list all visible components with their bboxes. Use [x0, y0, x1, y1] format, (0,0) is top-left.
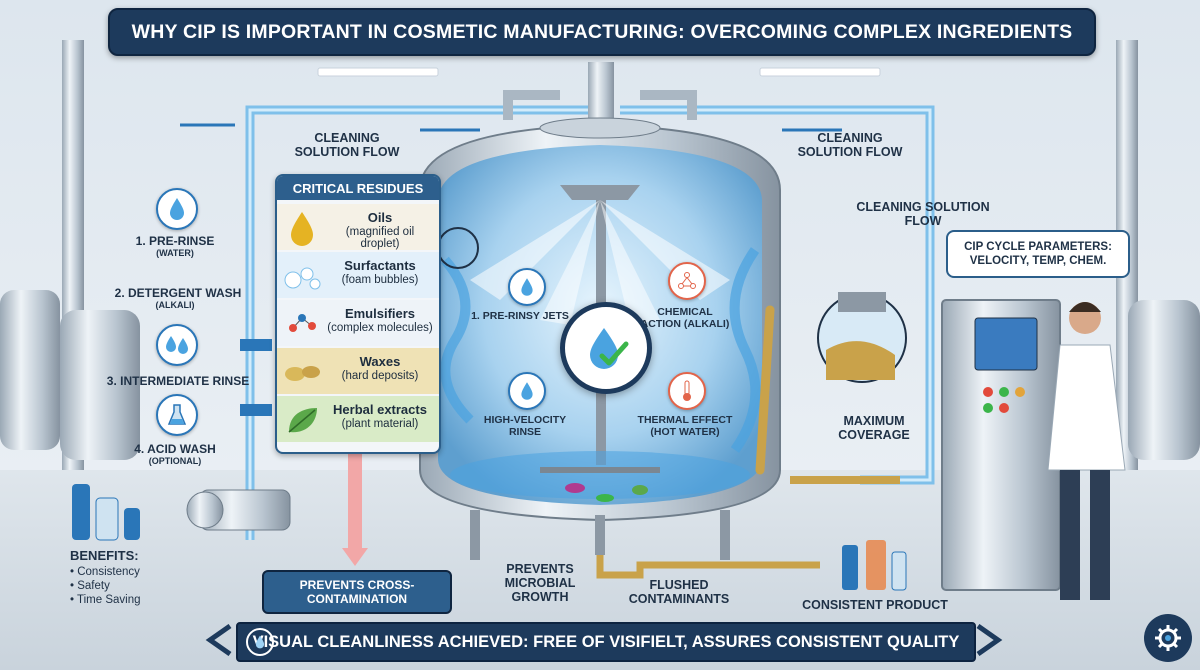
- wax-deposit-icon: [285, 366, 320, 381]
- residue-desc: (complex molecules): [327, 322, 433, 334]
- critical-residues-panel: CRITICAL RESIDUES Oils (magnified oil dr…: [275, 174, 441, 454]
- residue-desc: (plant material): [341, 418, 419, 430]
- consistent-product-label: CONSISTENT PRODUCT: [802, 598, 948, 612]
- step-1-sub: (WATER): [156, 248, 194, 258]
- gear-icon: [1144, 614, 1192, 662]
- cross-contamination-box: PREVENTS CROSS-CONTAMINATION: [262, 570, 452, 614]
- parameters-box: CIP CYCLE PARAMETERS: VELOCITY, TEMP, CH…: [946, 230, 1130, 278]
- step-2-label: 2. DETERGENT WASH: [114, 286, 242, 300]
- bottom-banner: VISUAL CLEANLINESS ACHIEVED: FREE OF VIS…: [236, 622, 976, 662]
- thermal-effect-icon: [668, 372, 706, 410]
- residue-oils: Oils (magnified oil droplet): [277, 204, 439, 250]
- residue-waxes: Waxes (hard deposits): [277, 348, 439, 394]
- intermediate-rinse-icon: [156, 324, 198, 366]
- high-velocity-label: HIGH-VELOCITY RINSE: [483, 414, 567, 438]
- cross-contamination-label: PREVENTS CROSS-CONTAMINATION: [299, 578, 415, 606]
- residue-desc: (foam bubbles): [341, 274, 419, 286]
- residues-heading: CRITICAL RESIDUES: [277, 176, 439, 200]
- chemical-action-icon: [668, 262, 706, 300]
- molecule-icon: [289, 314, 316, 332]
- residue-name: Herbal extracts: [333, 402, 427, 417]
- microbial-label: PREVENTS MICROBIAL GROWTH: [504, 562, 576, 604]
- flow-label-left: CLEANING SOLUTION FLOW: [294, 131, 400, 159]
- clean-check-icon: [560, 302, 652, 394]
- page-title: WHY CIP IS IMPORTANT IN COSMETIC MANUFAC…: [131, 20, 1073, 43]
- residue-herbal-extracts: Herbal extracts (plant material): [277, 396, 439, 442]
- residue-name: Waxes: [359, 354, 401, 369]
- chemical-action-label: CHEMICAL ACTION (ALKALI): [640, 306, 730, 330]
- title-bar: WHY CIP IS IMPORTANT IN COSMETIC MANUFAC…: [108, 8, 1096, 56]
- thermal-effect-label: THERMAL EFFECT (HOT WATER): [637, 414, 733, 438]
- chevron-right-icon: [976, 624, 1003, 656]
- step-4-sub: (OPTIONAL): [148, 456, 202, 466]
- benefit-item: • Safety: [70, 580, 110, 592]
- step-2-sub: (ALKALI): [155, 300, 195, 310]
- pre-rinse-jets-icon: [508, 268, 546, 306]
- residue-desc: (hard deposits): [341, 370, 419, 382]
- residue-name: Oils: [367, 210, 393, 225]
- pre-rinse-jets-label: 1. PRE-RINSY JETS: [471, 310, 569, 322]
- step-3-label: 3. INTERMEDIATE RINSE: [106, 374, 250, 388]
- residue-name: Surfactants: [344, 258, 416, 273]
- flow-label-right: CLEANING SOLUTION FLOW: [797, 131, 903, 159]
- parameters-label: CIP CYCLE PARAMETERS: VELOCITY, TEMP, CH…: [964, 241, 1112, 267]
- step-4-label: 4. ACID WASH: [134, 442, 216, 456]
- step-1-label: 1. PRE-RINSE: [135, 234, 215, 248]
- benefit-item: • Time Saving: [70, 594, 141, 606]
- residue-desc: (magnified oil droplet): [345, 226, 415, 250]
- water-drop-icon: [246, 628, 274, 656]
- bubbles-icon: [284, 267, 321, 290]
- pre-rinse-icon: [156, 188, 198, 230]
- residue-surfactants: Surfactants (foam bubbles): [277, 252, 439, 298]
- high-velocity-icon: [508, 372, 546, 410]
- benefit-item: • Consistency: [70, 566, 140, 578]
- chevron-left-icon: [205, 624, 232, 656]
- residue-emulsifiers: Emulsifiers (complex molecules): [277, 300, 439, 346]
- benefits-heading: BENEFITS:: [70, 548, 139, 563]
- residue-name: Emulsifiers: [344, 306, 416, 321]
- benefits: BENEFITS: • Consistency • Safety • Time …: [70, 548, 220, 607]
- maximum-coverage-label: MAXIMUM COVERAGE: [838, 414, 910, 442]
- leaf-icon: [288, 408, 317, 433]
- oil-droplet-icon: [291, 212, 313, 246]
- flow-label-right-mid: CLEANING SOLUTION FLOW: [856, 200, 990, 228]
- flushed-label: FLUSHED CONTAMINANTS: [628, 578, 730, 606]
- acid-wash-icon: [156, 394, 198, 436]
- banner-text: VISUAL CLEANLINESS ACHIEVED: FREE OF VIS…: [252, 632, 960, 651]
